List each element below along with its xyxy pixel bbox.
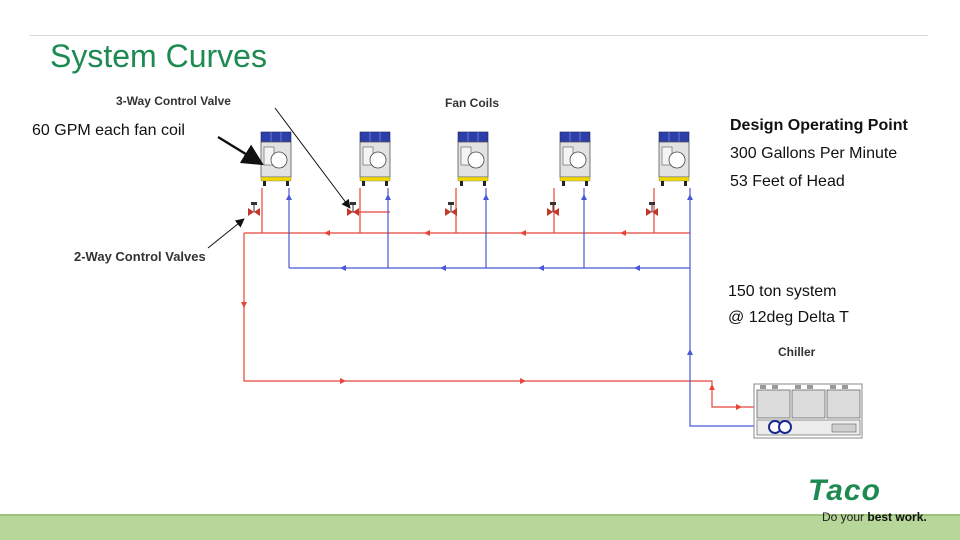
gpm-callout-arrow — [217, 135, 264, 166]
system-capacity: 150 ton system — [728, 283, 837, 300]
two-way-control-valve — [646, 202, 658, 216]
design-point-flow: 300 Gallons Per Minute — [730, 145, 898, 162]
chiller-unit — [753, 383, 863, 439]
two-way-control-valve — [547, 202, 559, 216]
fan-coil-units — [260, 131, 690, 186]
two-way-callout-arrow — [207, 218, 245, 249]
fan-coils-label: Fan Coils — [445, 96, 500, 110]
top-divider — [30, 35, 928, 36]
chiller-label: Chiller — [778, 345, 816, 359]
tagline-prefix: Do your — [822, 510, 868, 524]
taco-logo: Taco Do your best work. — [808, 474, 932, 530]
two-way-valves-label: 2-Way Control Valves — [74, 249, 206, 264]
fan-coil-unit — [359, 131, 391, 186]
callout-arrows — [207, 107, 351, 249]
fan-coil-unit — [457, 131, 489, 186]
logo-wordmark: Taco — [808, 474, 881, 507]
logo-tagline: Do your best work. — [822, 510, 927, 524]
supply-piping — [243, 188, 757, 412]
return-main — [689, 268, 756, 427]
three-way-callout-arrow — [274, 107, 351, 209]
tagline-bold: best work. — [867, 510, 927, 524]
footer-bar — [0, 514, 960, 540]
fan-coil-unit — [658, 131, 690, 186]
system-delta-t: @ 12deg Delta T — [728, 309, 849, 326]
fan-coil-unit — [559, 131, 591, 186]
two-way-control-valve — [248, 202, 260, 216]
footer-strip — [0, 514, 960, 516]
supply-flow-arrows — [241, 230, 742, 410]
gpm-each-label: 60 GPM each fan coil — [32, 122, 185, 139]
return-piping — [288, 188, 756, 427]
supply-main — [243, 233, 757, 412]
slide-title: System Curves — [50, 38, 267, 74]
design-point-heading: Design Operating Point — [730, 117, 908, 134]
fan-coil-unit — [260, 131, 292, 186]
three-way-control-valve — [347, 202, 359, 216]
design-point-head: 53 Feet of Head — [730, 173, 845, 190]
three-way-valve-label: 3-Way Control Valve — [116, 94, 231, 108]
two-way-control-valve — [445, 202, 457, 216]
control-valves — [248, 202, 658, 216]
return-flow-arrows — [286, 194, 693, 355]
